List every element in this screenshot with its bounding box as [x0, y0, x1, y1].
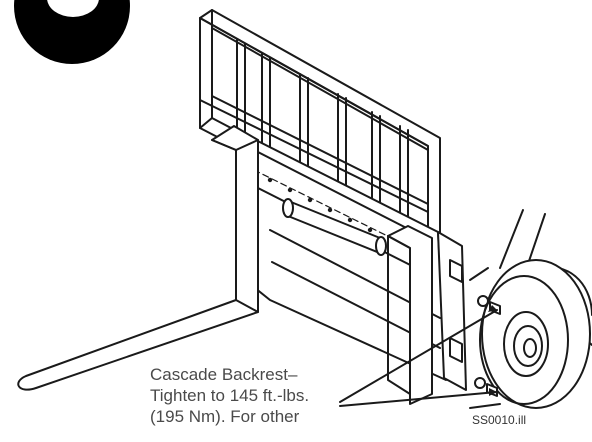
callout-line-2: Tighten to 145 ft.-lbs.	[150, 386, 310, 405]
right-fork	[387, 225, 433, 405]
callout-line-3: (195 Nm). For other	[150, 407, 300, 426]
mounting-bolts	[474, 295, 501, 397]
step-marker	[14, 0, 130, 64]
left-fork	[17, 125, 259, 391]
callout-line-1: Cascade Backrest–	[150, 365, 298, 384]
wheel-hub	[469, 259, 591, 409]
file-reference: SS0010.ill	[472, 413, 527, 427]
torque-callout: Cascade Backrest– Tighten to 145 ft.-lbs…	[150, 364, 340, 427]
callout-leader-lines	[339, 305, 498, 407]
